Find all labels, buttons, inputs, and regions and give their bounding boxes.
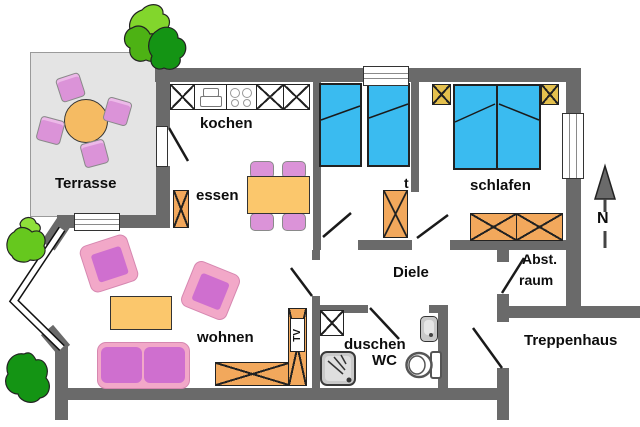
single-bed — [319, 83, 362, 167]
bay-window-glass — [10, 227, 65, 350]
armchair-seat — [191, 272, 230, 311]
bush — [6, 226, 46, 263]
room-label-hallway: Diele — [393, 264, 429, 281]
room-label-bedroom: schlafen — [470, 177, 531, 194]
window — [363, 66, 409, 86]
sideboard — [215, 362, 290, 386]
dining-chair — [282, 213, 306, 231]
wall — [312, 305, 368, 313]
burner — [230, 88, 240, 98]
wall — [358, 240, 412, 250]
washbasin-bowl — [424, 320, 434, 335]
wall — [313, 82, 321, 250]
sofa — [97, 342, 190, 389]
coffee-table — [110, 296, 172, 330]
toilet-bowl — [405, 351, 433, 379]
wall — [312, 250, 320, 260]
kitchen-counter — [170, 84, 310, 110]
tv: TV — [290, 318, 305, 352]
tv-label: TV — [292, 328, 303, 342]
shower-tray — [320, 351, 356, 386]
burner — [231, 99, 239, 107]
wardrobe — [470, 213, 563, 241]
room-label-living: wohnen — [197, 329, 254, 346]
wardrobe-door — [471, 214, 516, 240]
door-swing — [416, 213, 449, 240]
dining-cabinet — [173, 190, 189, 228]
wall — [156, 166, 170, 228]
room-label-wc: WC — [372, 352, 397, 369]
washbasin — [420, 316, 438, 342]
room-label-dining: essen — [196, 187, 239, 204]
dining-table — [247, 176, 310, 214]
dining-chair — [250, 213, 274, 231]
sink-basin — [200, 96, 222, 107]
terrace-door-leaf — [156, 126, 168, 167]
burner — [243, 99, 251, 107]
bush — [129, 4, 171, 47]
window — [74, 213, 120, 231]
bedroom-cabinet — [383, 190, 408, 238]
shower-floor — [325, 356, 351, 381]
armchair — [178, 258, 243, 323]
kitchen-cabinet — [256, 85, 283, 109]
wall — [438, 305, 448, 392]
nightstand — [432, 84, 451, 105]
wall — [450, 240, 566, 250]
armchair-seat — [90, 245, 130, 283]
kitchen-sink — [194, 85, 226, 109]
door-swing — [167, 127, 190, 162]
wall — [55, 345, 68, 420]
room-label-shower: duschen — [344, 336, 406, 353]
kitchen-cabinet — [171, 85, 194, 109]
room-label-storage-1: Abst. — [522, 251, 557, 267]
wall — [312, 296, 320, 392]
terrace-table — [64, 99, 108, 143]
door-swing — [322, 212, 352, 238]
toilet-bowl-inner — [408, 355, 426, 375]
bay-window — [8, 226, 66, 351]
north-label: N — [597, 210, 609, 227]
north-arrow-head — [593, 163, 617, 200]
room-label-storage-2: raum — [519, 272, 554, 288]
room-label-stairwell: Treppenhaus — [524, 332, 618, 349]
wall — [497, 306, 640, 318]
single-bed — [367, 83, 410, 167]
burner — [242, 88, 252, 98]
room-label-kitchen: kochen — [200, 115, 253, 132]
double-bed-left — [453, 84, 498, 170]
double-bed-right — [496, 84, 541, 170]
wall — [566, 68, 581, 317]
window — [562, 113, 584, 179]
wardrobe-door — [516, 214, 562, 240]
door-swing — [471, 327, 504, 369]
wall — [55, 388, 508, 400]
wall — [497, 368, 509, 420]
kitchen-stove — [226, 85, 256, 109]
washbasin-drain — [429, 333, 433, 337]
sofa-cushion — [144, 347, 185, 383]
door-swing — [290, 267, 313, 297]
bath-cabinet — [320, 310, 344, 336]
bush — [19, 216, 41, 234]
door-swing — [369, 307, 400, 340]
room-label-partial-t: t — [404, 175, 409, 191]
bush — [5, 352, 50, 403]
wall — [411, 82, 419, 192]
room-label-terrace: Terrasse — [55, 175, 117, 192]
wall — [497, 250, 509, 262]
nightstand — [541, 84, 559, 105]
kitchen-cabinet — [283, 85, 309, 109]
wall — [156, 68, 170, 128]
armchair — [77, 232, 141, 295]
sofa-cushion — [101, 347, 142, 383]
